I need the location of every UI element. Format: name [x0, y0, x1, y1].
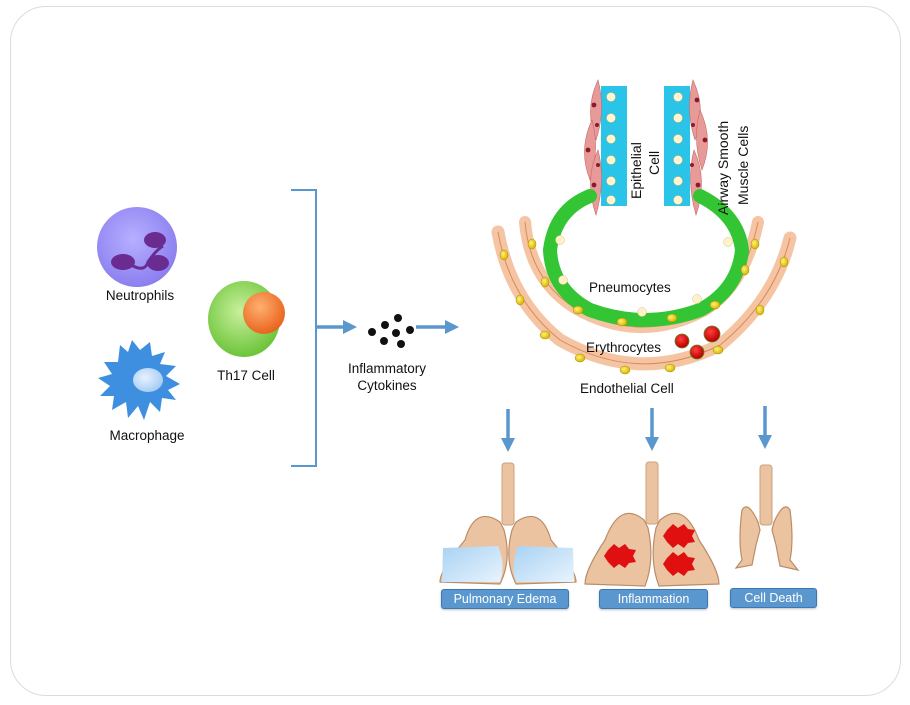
- endothelial-nuclei: [499, 238, 789, 375]
- outcome-badge-cell-death: Cell Death: [730, 588, 817, 608]
- inflamed-lungs-icon: [584, 461, 720, 587]
- pneumocytes-label: Pneumocytes: [589, 280, 671, 295]
- edema-lungs-icon: [439, 462, 577, 585]
- th17-cell-icon: [208, 281, 285, 357]
- erythrocytes-label: Erythrocytes: [586, 340, 662, 355]
- cytokine-dots-icon: [368, 314, 414, 348]
- outcome-badge-pulmonary-edema: Pulmonary Edema: [441, 589, 569, 609]
- airway-wall-right: [664, 79, 708, 217]
- outcome-badge-inflammation: Inflammation: [599, 589, 708, 609]
- neutrophils-label: Neutrophils: [105, 288, 175, 303]
- neutrophil-icon: [97, 207, 177, 287]
- muscle-label-line2: Muscle Cells: [735, 125, 751, 205]
- epithelial-label-line2: Cell: [646, 150, 662, 175]
- airway-wall-left: [584, 79, 627, 217]
- erythrocytes-icon: [674, 325, 721, 360]
- grouping-bracket: [291, 189, 317, 467]
- damaged-lungs-icon: [734, 464, 800, 571]
- cytokines-label-line1: Inflammatory: [347, 361, 427, 376]
- macrophage-icon: [98, 340, 180, 420]
- macrophage-label: Macrophage: [109, 428, 185, 443]
- pneumocyte-ring: [542, 189, 750, 327]
- endothelial-label: Endothelial Cell: [580, 381, 674, 396]
- epithelial-label-line1: Epithelial: [628, 142, 644, 199]
- cytokines-label-line2: Cytokines: [357, 378, 417, 393]
- muscle-label-line1: Airway Smooth: [715, 120, 731, 215]
- th17-cell-label: Th17 Cell: [217, 368, 275, 383]
